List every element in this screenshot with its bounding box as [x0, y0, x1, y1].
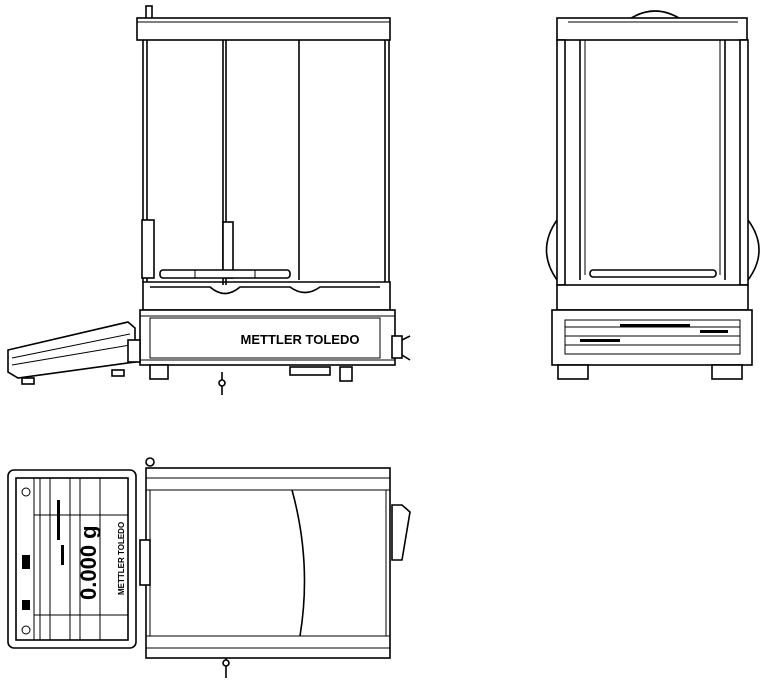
side-brand-label: METTLER TOLEDO	[241, 332, 360, 347]
front-view	[545, 10, 760, 380]
terminal-brand-label: METTLER TOLEDO	[117, 522, 126, 595]
terminal-top: 0.000 g METTLER TOLEDO	[7, 469, 137, 649]
top-view: 0.000 g METTLER TOLEDO	[7, 457, 411, 678]
weight-display: 0.000 g	[76, 525, 101, 600]
terminal-side	[7, 321, 141, 385]
side-view: METTLER TOLEDO	[7, 5, 411, 395]
